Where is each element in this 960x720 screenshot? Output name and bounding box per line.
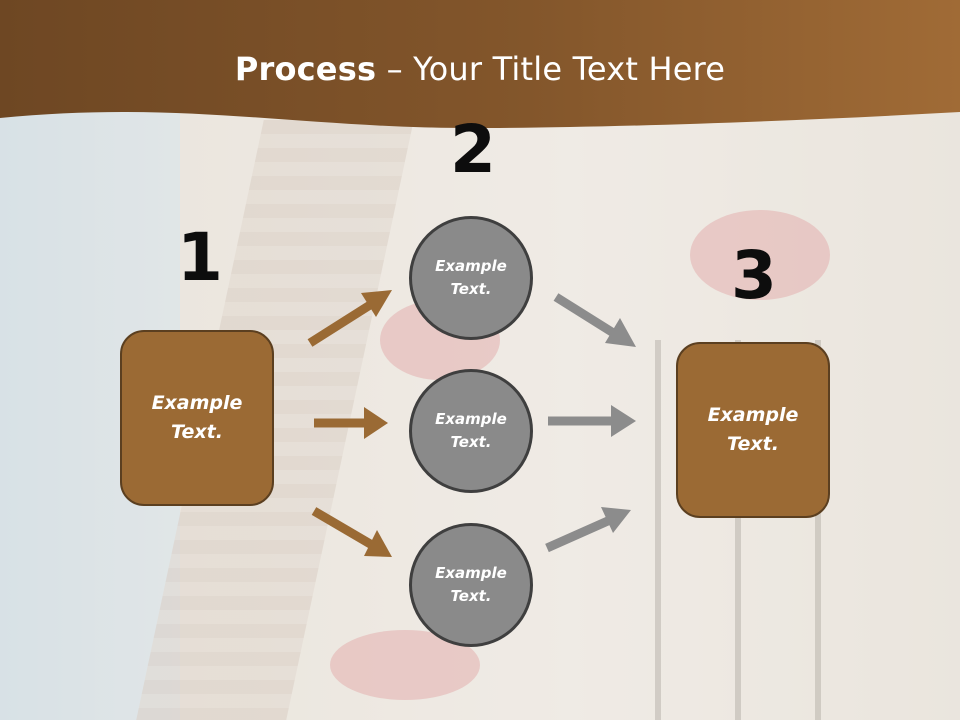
step-number-3: 3 bbox=[731, 237, 777, 314]
process-circle-middle[interactable]: Example Text. bbox=[409, 369, 533, 493]
step-box-left[interactable]: Example Text. bbox=[120, 330, 274, 506]
process-circle-middle-text: Example Text. bbox=[435, 410, 507, 451]
process-circle-top-text: Example Text. bbox=[435, 257, 507, 298]
title-rest: – Your Title Text Here bbox=[376, 50, 726, 88]
arrow-left-to-middle bbox=[314, 407, 388, 439]
process-circle-bottom[interactable]: Example Text. bbox=[409, 523, 533, 647]
arrow-left-to-top bbox=[307, 290, 392, 347]
arrow-bottom-to-right bbox=[545, 507, 631, 553]
arrow-middle-to-right bbox=[548, 405, 636, 437]
process-circle-bottom-text: Example Text. bbox=[435, 564, 507, 605]
arrow-top-to-right bbox=[553, 293, 636, 347]
background-railing bbox=[735, 340, 741, 720]
step-number-2: 2 bbox=[450, 111, 496, 188]
arrow-left-to-bottom bbox=[311, 507, 392, 557]
step-number-1: 1 bbox=[177, 219, 223, 296]
slide-title: Process – Your Title Text Here bbox=[0, 50, 960, 88]
header-band bbox=[0, 0, 960, 128]
background-railing bbox=[815, 340, 821, 720]
title-bold: Process bbox=[234, 50, 377, 88]
process-circle-top[interactable]: Example Text. bbox=[409, 216, 533, 340]
background-railing bbox=[655, 340, 661, 720]
step-box-right-text: Example Text. bbox=[707, 404, 799, 455]
step-box-left-text: Example Text. bbox=[151, 392, 243, 443]
background-flowers bbox=[690, 210, 830, 300]
step-box-right[interactable]: Example Text. bbox=[676, 342, 830, 518]
